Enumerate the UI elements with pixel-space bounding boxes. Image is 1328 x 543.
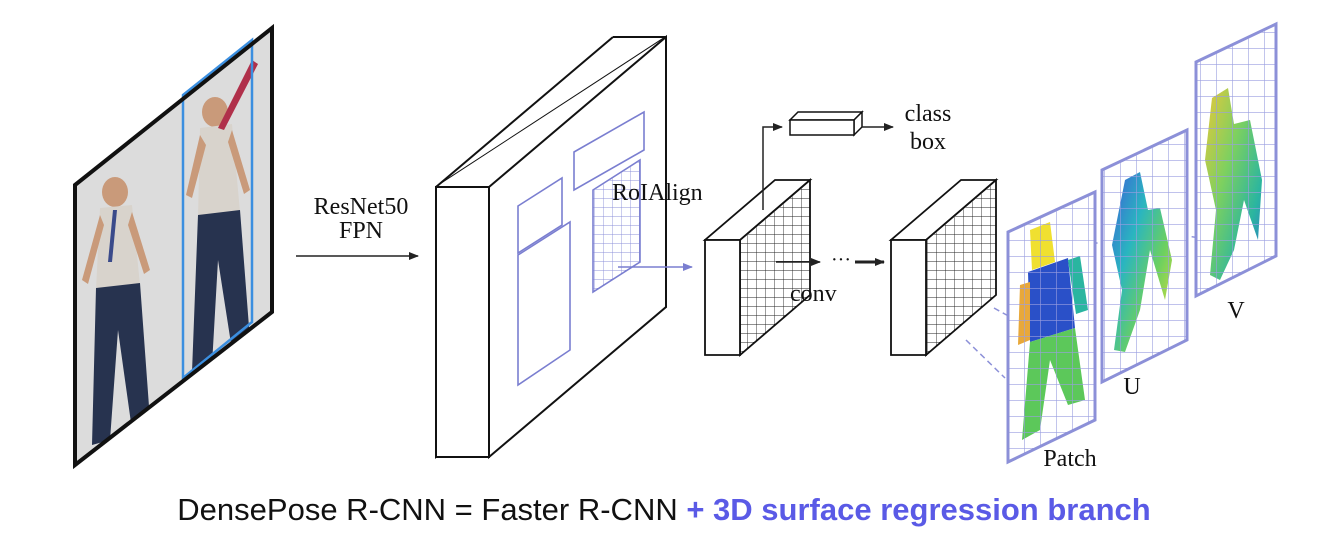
feature-map-block [435, 34, 667, 460]
patch-output-panel [1006, 189, 1097, 465]
ellipsis-label: ··· [831, 249, 851, 271]
caption-accent: + 3D surface regression branch [686, 492, 1151, 527]
input-image [73, 23, 274, 470]
caption: DensePose R-CNN = Faster R-CNN + 3D surf… [0, 492, 1328, 528]
patch-label: Patch [1043, 446, 1096, 472]
dense-feature-cube [888, 178, 999, 357]
v-label: V [1227, 298, 1245, 324]
u-label: U [1123, 374, 1140, 400]
v-output-panel [1194, 21, 1278, 299]
roialign-label: RoIAlign [612, 180, 703, 206]
backbone-label-line1: ResNet50 [314, 194, 409, 220]
input-image-frame [73, 23, 274, 470]
roi-feature-cube [702, 178, 813, 357]
box-label: box [910, 129, 946, 155]
roi-boxes [517, 110, 645, 387]
person-figures [82, 60, 258, 445]
fc-layer-box [788, 110, 864, 137]
backbone-label-line2: FPN [339, 218, 383, 244]
u-output-panel [1100, 127, 1189, 385]
conv-label: conv [790, 281, 837, 307]
classbox-branch-arrow [762, 123, 783, 210]
person-bounding-box [181, 37, 254, 381]
class-label: class [905, 101, 952, 127]
caption-base: DensePose R-CNN = Faster R-CNN [177, 492, 687, 527]
